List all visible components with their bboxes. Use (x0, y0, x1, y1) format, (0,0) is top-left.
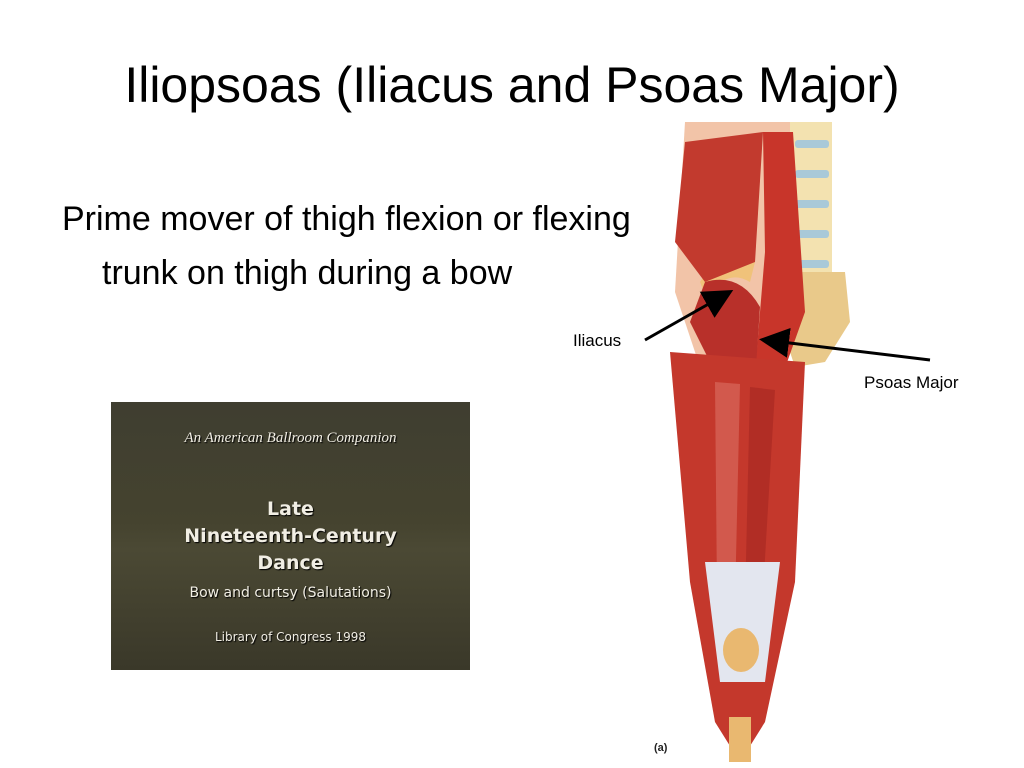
bullet-text: Prime mover of thigh flexion or flexing … (62, 200, 631, 292)
figure-panel-label: (a) (654, 742, 668, 754)
patella-shape (723, 628, 759, 672)
slide-title: Iliopsoas (Iliacus and Psoas Major) (124, 57, 900, 113)
iliacus-label: Iliacus (573, 331, 622, 350)
psoas-major-label: Psoas Major (864, 373, 959, 392)
video-title: Late Nineteenth-Century Dance (111, 496, 470, 577)
video-subtitle: Bow and curtsy (Salutations) (189, 585, 392, 601)
psoas-muscle-shape (755, 132, 805, 382)
video-series-text: An American Ballroom Companion (184, 430, 397, 446)
video-thumbnail[interactable]: An American Ballroom Companion Late Nine… (111, 402, 470, 670)
anatomy-illustration (670, 122, 850, 762)
video-title-line-2: Nineteenth-Century (184, 525, 397, 547)
video-title-line-3: Dance (257, 552, 324, 574)
thigh-shape (670, 352, 805, 762)
video-title-line-1: Late (267, 498, 314, 520)
video-credit: Library of Congress 1998 (214, 630, 366, 644)
